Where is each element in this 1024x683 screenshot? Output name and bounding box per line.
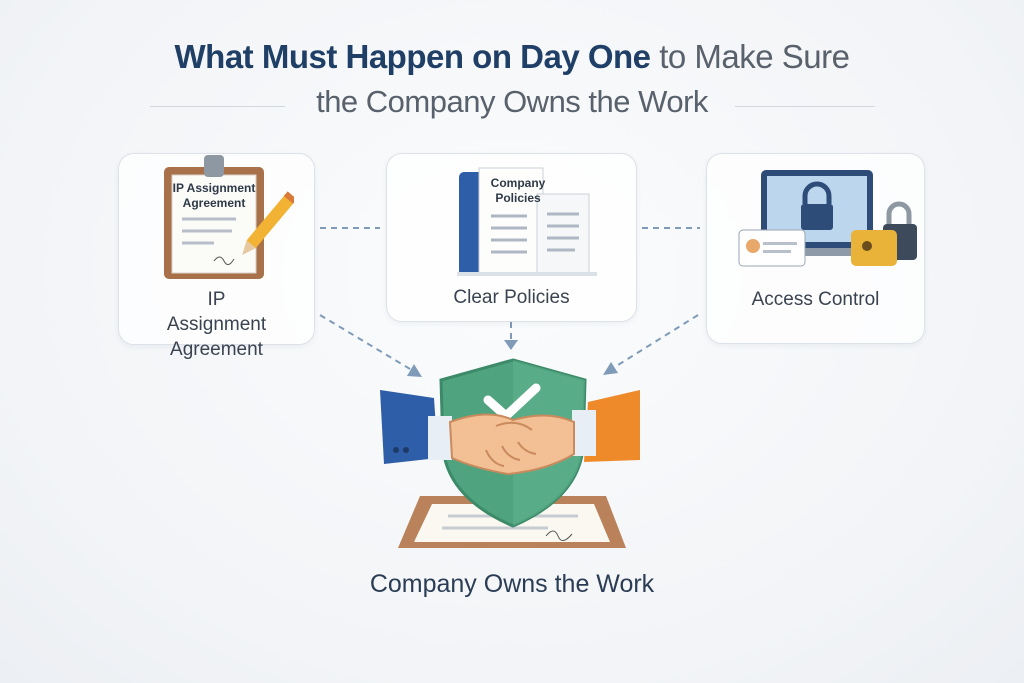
card-label: IP Assignment Agreement xyxy=(119,287,314,362)
illustration-doc-title: IP Assignment Agreement xyxy=(159,181,269,211)
card-clear-policies: Company Policies Clear Policies xyxy=(386,153,637,322)
card-ip-assignment: IP Assignment Agreement IP Assignment Ag… xyxy=(118,153,315,345)
shield-handshake-contract-icon xyxy=(378,358,648,558)
result-label: Company Owns the Work xyxy=(0,570,1024,599)
card-access-control: Access Control xyxy=(706,153,925,344)
card-label: Access Control xyxy=(707,287,924,312)
arrowhead-middle xyxy=(504,340,518,350)
card-label: Clear Policies xyxy=(387,285,636,310)
monitor-lock-badge-icon xyxy=(717,164,917,279)
illustration-binder-title: Company Policies xyxy=(483,176,553,206)
clipboard-document-pen-icon xyxy=(154,149,294,279)
